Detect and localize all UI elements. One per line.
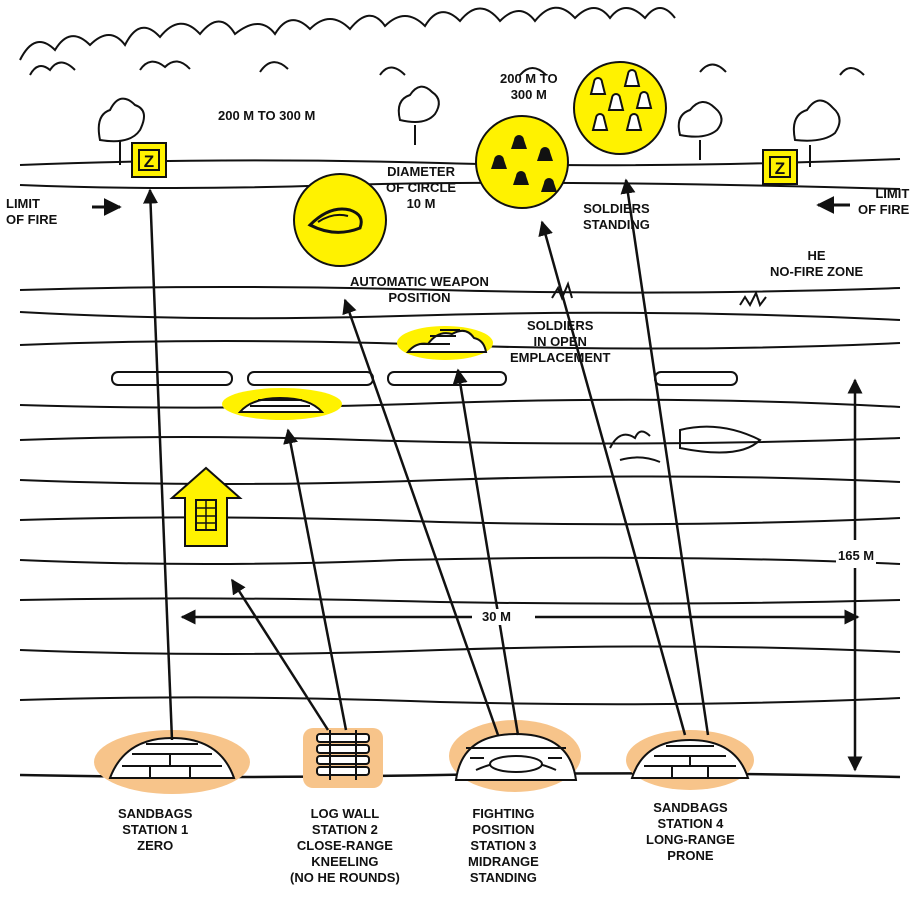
label-diameter: DIAMETER OF CIRCLE 10 M [386, 164, 456, 212]
label-soldiers-open: SOLDIERS IN OPEN EMPLACEMENT [510, 318, 610, 366]
limit-arrows [92, 205, 850, 207]
station-2-log-wall [303, 728, 383, 788]
label-165m: 165 M [836, 548, 876, 564]
fire-lines [150, 180, 708, 740]
z-marker-icon: Z [132, 143, 166, 177]
station-3-caption: FIGHTING POSITION STATION 3 MIDRANGE STA… [468, 806, 539, 886]
station-4-sandbags [626, 730, 754, 790]
station-2-caption: LOG WALL STATION 2 CLOSE-RANGE KNEELING … [290, 806, 400, 886]
soldiers-standing-circle-target [574, 62, 666, 154]
station-1-caption: SANDBAGS STATION 1 ZERO [118, 806, 192, 854]
label-range-far-text: 200 M TO 300 M [218, 108, 315, 124]
label-30m: 30 M [480, 609, 513, 625]
sandbag-target [222, 388, 342, 420]
station-3-fighting-position [449, 720, 581, 792]
label-auto-weapon: AUTOMATIC WEAPON POSITION [350, 274, 489, 306]
soldiers-open-circle-target [476, 116, 568, 208]
house-target-icon [172, 468, 240, 546]
auto-weapon-position [397, 326, 493, 360]
label-limit-right: LIMIT OF FIRE [858, 186, 909, 218]
z-marker-icon: Z [763, 150, 797, 184]
target-line [112, 372, 737, 385]
label-limit-left: LIMIT OF FIRE [6, 196, 57, 228]
auto-weapon-circle-target [294, 174, 386, 266]
svg-text:Z: Z [775, 159, 785, 178]
label-soldiers-standing: SOLDIERS STANDING [583, 201, 650, 233]
label-range-far: 200 M TO 300 M [218, 108, 315, 124]
station-4-caption: SANDBAGS STATION 4 LONG-RANGE PRONE [646, 800, 735, 864]
svg-text:Z: Z [144, 152, 154, 171]
label-he-zone: HE NO-FIRE ZONE [770, 248, 863, 280]
label-range-far-2: 200 M TO 300 M [500, 71, 558, 103]
